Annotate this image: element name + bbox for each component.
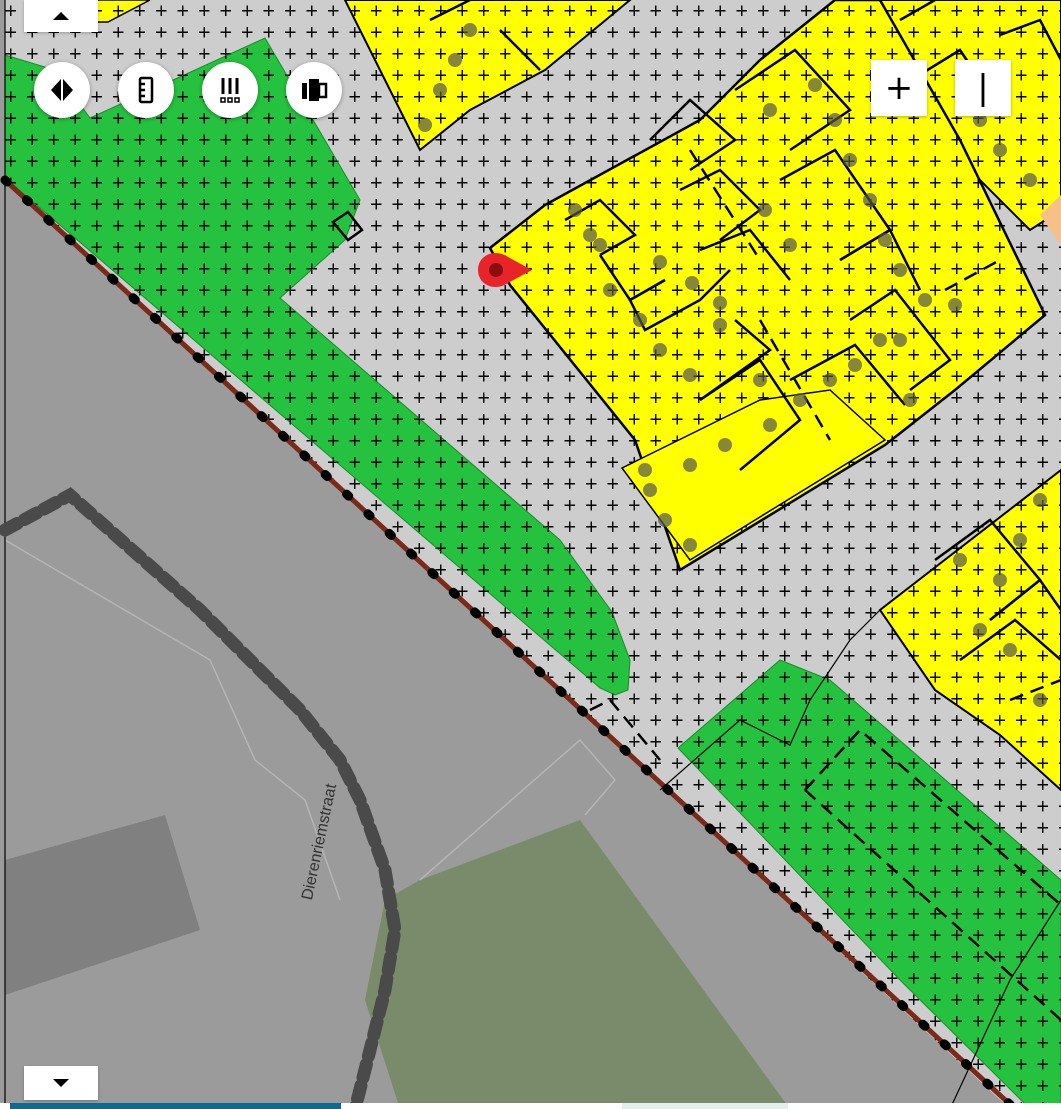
location-marker-icon: [478, 253, 532, 287]
yellow-zone: [92, 0, 150, 22]
building-dashed-lines: [589, 149, 1061, 1021]
yellow-zone: [345, 0, 630, 150]
zoom-out-label: |: [977, 68, 989, 108]
legend-icon: [138, 76, 154, 104]
legend-button[interactable]: [118, 62, 174, 118]
green-marker-square: [331, 210, 364, 242]
plan-boundary-dots: [0, 175, 1020, 1109]
measure-icon: [220, 78, 240, 103]
green-zone: [678, 660, 1061, 1109]
building-line-symbols: [418, 23, 1047, 707]
base-map-building: [5, 815, 200, 995]
orange-zone: [1040, 195, 1061, 245]
yellow-zone: [620, 389, 887, 561]
print-button[interactable]: [286, 62, 342, 118]
collapse-up-button[interactable]: [24, 0, 98, 32]
bottom-tab[interactable]: [622, 1103, 788, 1109]
base-map-road-edge: [4, 539, 341, 901]
green-zone: [5, 38, 630, 695]
bottom-tab-active[interactable]: [10, 1103, 341, 1109]
yellow-zone: [490, 0, 1045, 570]
base-map-road-edge: [419, 738, 616, 881]
dotted-boundary-dots: [0, 487, 402, 1109]
zoom-in-button[interactable]: +: [871, 60, 927, 116]
bottom-tab-bar: [0, 1103, 1061, 1109]
print-icon: [302, 79, 328, 101]
measure-button[interactable]: [202, 62, 258, 118]
chevron-down-icon: [53, 1079, 69, 1087]
base-map-park: [365, 820, 790, 1109]
layers-button[interactable]: [34, 62, 90, 118]
chevron-up-icon: [53, 12, 69, 20]
zoom-out-button[interactable]: |: [955, 60, 1011, 116]
expand-down-button[interactable]: [24, 1066, 98, 1100]
zoom-in-label: +: [884, 68, 914, 108]
layers-icon: [51, 79, 73, 101]
